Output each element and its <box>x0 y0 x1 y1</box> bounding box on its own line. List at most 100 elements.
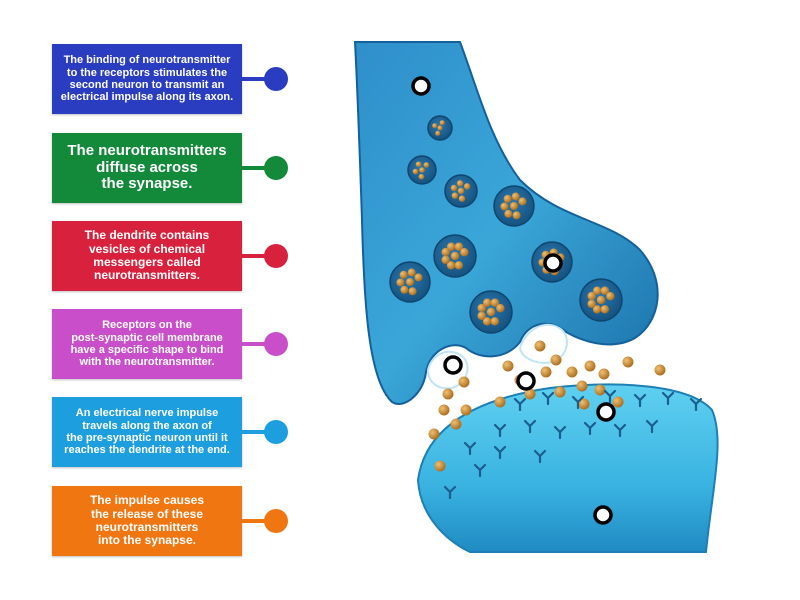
neurotransmitter-dot <box>612 396 624 408</box>
neurotransmitter-dot <box>434 460 446 472</box>
neurotransmitter-dot <box>477 303 486 313</box>
neurotransmitter-dot <box>477 311 486 320</box>
neurotransmitter-dot <box>407 268 416 277</box>
neurotransmitter-dot <box>496 304 505 313</box>
neurotransmitter-dot <box>460 248 469 257</box>
drop-target-marker[interactable] <box>593 505 613 525</box>
neurotransmitter-dot <box>447 242 456 251</box>
neurotransmitter-dot <box>460 404 472 416</box>
neurotransmitter-dot <box>442 388 454 400</box>
receptor <box>493 445 507 460</box>
neurotransmitter-dot <box>456 180 464 187</box>
drop-target-marker[interactable] <box>443 355 463 375</box>
neurotransmitter-dot <box>439 120 445 126</box>
receptor <box>443 485 457 500</box>
receptor <box>523 419 537 434</box>
drag-knob-impulse[interactable] <box>264 420 288 444</box>
label-receptors[interactable]: Receptors on the post-synaptic cell memb… <box>52 309 242 379</box>
neurotransmitter-dot <box>524 388 536 400</box>
drop-target-marker[interactable] <box>411 76 431 96</box>
neurotransmitter-dot <box>441 247 450 257</box>
neurotransmitter-dot <box>654 364 666 376</box>
drag-knob-binding[interactable] <box>264 67 288 91</box>
connector-line <box>242 77 270 81</box>
neurotransmitter-dot <box>598 368 610 380</box>
drag-knob-diffuse[interactable] <box>264 156 288 180</box>
neurotransmitter-dot <box>554 386 566 398</box>
label-diffuse[interactable]: The neurotransmitters diffuse across the… <box>52 133 242 203</box>
connector-line <box>242 430 270 434</box>
neurotransmitter-dot <box>494 396 506 408</box>
neurotransmitter-dot <box>503 194 512 203</box>
neurotransmitter-dot <box>438 404 450 416</box>
receptor <box>513 397 527 412</box>
drag-knob-release[interactable] <box>264 509 288 533</box>
neurotransmitter-dot <box>437 125 443 131</box>
neurotransmitter-dot <box>584 360 596 372</box>
neurotransmitter-dot <box>450 184 458 192</box>
label-binding[interactable]: The binding of neurotransmitter to the r… <box>52 44 242 114</box>
neurotransmitter-dot <box>399 270 408 279</box>
drop-target-marker[interactable] <box>596 402 616 422</box>
neurotransmitter-dot <box>504 209 513 218</box>
neurotransmitter-dot <box>412 168 419 175</box>
drop-target-marker[interactable] <box>516 371 536 391</box>
neurotransmitter-dot <box>534 340 546 352</box>
neurotransmitter-dot <box>423 162 430 168</box>
neurotransmitter-dot <box>510 202 518 210</box>
neurotransmitter-dot <box>578 398 590 410</box>
neurotransmitter-dot <box>594 384 606 396</box>
neurotransmitter-dot <box>490 298 500 307</box>
neurotransmitter-dot <box>454 261 463 270</box>
receptor <box>583 421 597 436</box>
neurotransmitter-dot <box>419 167 425 173</box>
neurotransmitter-dot <box>540 366 552 378</box>
postsynaptic-neuron <box>416 383 719 553</box>
neurotransmitter-dot <box>400 285 409 294</box>
neurotransmitter-dot <box>587 291 596 301</box>
connector-line <box>242 254 270 258</box>
neurotransmitter-dot <box>600 286 610 295</box>
drag-knob-receptors[interactable] <box>264 332 288 356</box>
neurotransmitter-dot <box>622 356 634 368</box>
neurotransmitter-dot <box>450 251 460 261</box>
neurotransmitter-dot <box>396 278 405 287</box>
neurotransmitter-dot <box>490 317 499 326</box>
neurotransmitter-dot <box>587 299 596 308</box>
neurotransmitter-dot <box>500 202 509 211</box>
receptor <box>603 389 617 404</box>
neurotransmitter-dot <box>428 428 440 440</box>
label-vesicles[interactable]: The dendrite contains vesicles of chemic… <box>52 221 242 291</box>
drag-knob-vesicles[interactable] <box>264 244 288 268</box>
receptor <box>553 425 567 440</box>
neurotransmitter-dot <box>593 286 602 295</box>
neurotransmitter-dot <box>483 298 492 307</box>
neurotransmitter-dot <box>486 307 496 317</box>
receptor <box>633 393 647 408</box>
receptor <box>473 463 487 478</box>
label-impulse[interactable]: An electrical nerve impulse travels alon… <box>52 397 242 467</box>
neurotransmitter-dot <box>414 273 423 282</box>
connector-line <box>242 342 270 346</box>
neurotransmitter-dot <box>435 130 441 136</box>
receptor <box>689 397 703 412</box>
neurotransmitter-dot <box>406 278 414 286</box>
neurotransmitter-dot <box>454 242 464 251</box>
neurotransmitter-dot <box>550 354 562 366</box>
neurotransmitter-dot <box>458 195 466 202</box>
receptor <box>463 441 477 456</box>
drop-target-marker[interactable] <box>543 253 563 273</box>
receptor <box>571 395 585 410</box>
neurotransmitter-dot <box>600 305 609 314</box>
receptor <box>661 391 675 406</box>
neurotransmitter-dot <box>576 380 588 392</box>
neurotransmitter-dot <box>463 183 471 190</box>
receptor <box>541 391 555 406</box>
neurotransmitter-dot <box>432 123 438 129</box>
neurotransmitter-dot <box>441 255 450 264</box>
neurotransmitter-dot <box>408 287 417 296</box>
neurotransmitter-dot <box>596 295 606 305</box>
label-release[interactable]: The impulse causes the release of these … <box>52 486 242 556</box>
neurotransmitter-dot <box>418 173 425 180</box>
